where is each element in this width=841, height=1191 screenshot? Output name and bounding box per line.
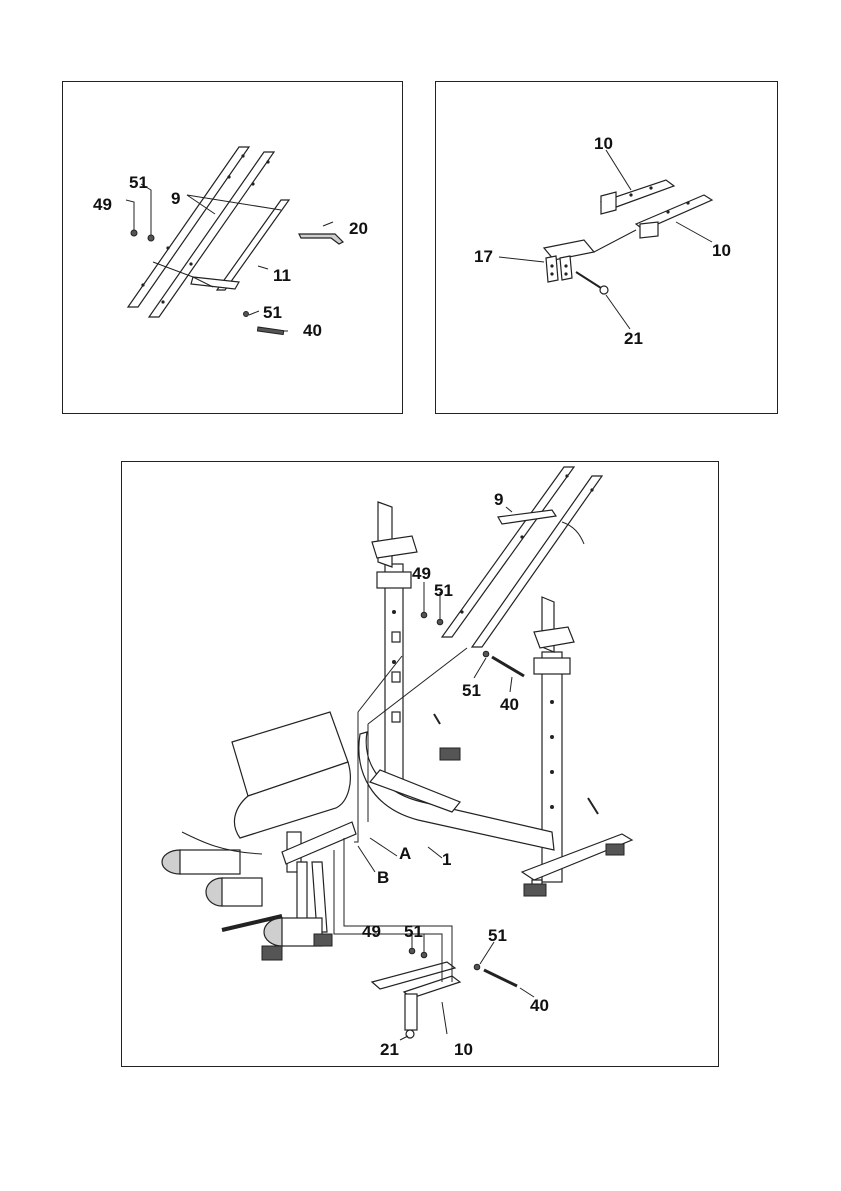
callout-49-bottom: 49 (362, 922, 381, 941)
callout-40: 40 (303, 321, 322, 340)
callout-A: A (399, 844, 411, 863)
washer-51 (148, 235, 154, 241)
washer-51-bottom (421, 952, 427, 958)
panel-arm-assembly: 49 51 9 20 11 51 40 (62, 81, 403, 414)
bench-assembly-drawing: 9 49 51 51 40 A 1 B 49 51 51 40 21 10 (122, 462, 720, 1068)
pin-21 (576, 272, 608, 294)
nut-49-top (421, 612, 427, 618)
callout-9: 9 (494, 490, 503, 509)
callout-10: 10 (454, 1040, 473, 1059)
nut-49-bottom (409, 948, 415, 954)
leg-extension (162, 822, 356, 960)
bolt-40-bottom (484, 970, 517, 986)
callout-10-right: 10 (712, 241, 731, 260)
panel-bracket-assembly: 10 10 17 21 (435, 81, 778, 414)
arm-9-pair (442, 467, 602, 647)
bottom-bracket (372, 962, 460, 1038)
callout-21: 21 (380, 1040, 399, 1059)
callout-51-right: 51 (488, 926, 507, 945)
callout-9: 9 (171, 189, 180, 208)
callout-49: 49 (93, 195, 112, 214)
callout-11: 11 (273, 266, 291, 285)
callout-1: 1 (442, 850, 451, 869)
callout-51-bottom: 51 (404, 922, 423, 941)
arm-9-right (149, 152, 274, 317)
callout-21: 21 (624, 329, 643, 348)
callout-49-top: 49 (412, 564, 431, 583)
tube-10-right (636, 195, 712, 238)
tube-10-top (601, 180, 674, 214)
arm-assembly-drawing: 49 51 9 20 11 51 40 (63, 82, 404, 415)
callout-40-bottom: 40 (530, 996, 549, 1015)
washer-51-top (437, 619, 443, 625)
callout-20: 20 (349, 219, 368, 238)
callout-51-top: 51 (434, 581, 453, 600)
bracket-17 (544, 240, 594, 282)
handle-20 (299, 234, 343, 244)
washer-51-mid (483, 651, 489, 657)
bracket-assembly-drawing: 10 10 17 21 (436, 82, 779, 415)
callout-51-mid: 51 (462, 681, 481, 700)
callout-B: B (377, 868, 389, 887)
upright-left (372, 502, 417, 794)
washer-51-right (474, 964, 480, 970)
callout-51-bottom: 51 (263, 303, 282, 322)
callout-40-mid: 40 (500, 695, 519, 714)
bolt-40-mid (492, 657, 524, 676)
panel-bench-assembly: 9 49 51 51 40 A 1 B 49 51 51 40 21 10 (121, 461, 719, 1067)
callout-17: 17 (474, 247, 493, 266)
callout-51-top: 51 (129, 173, 148, 192)
nut-49 (131, 230, 137, 236)
callout-10-top: 10 (594, 134, 613, 153)
